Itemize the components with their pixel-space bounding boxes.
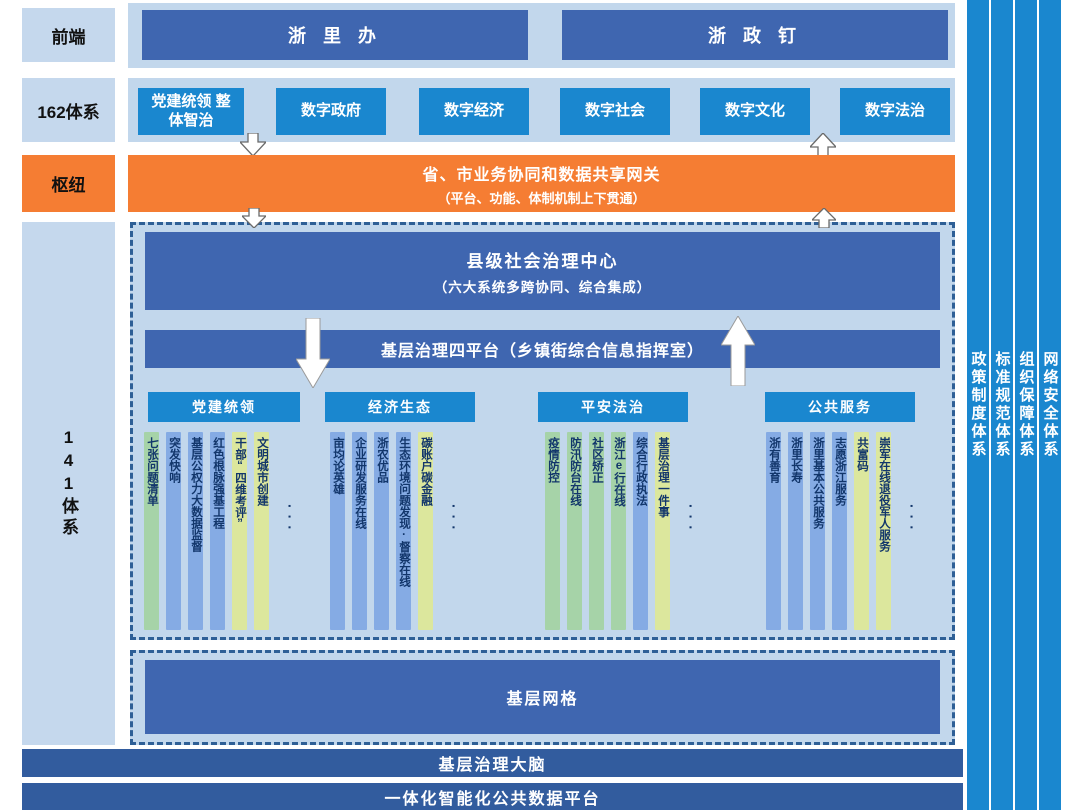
app-strip: 突发快响 (166, 432, 181, 630)
app-strip: 碳账户碳金融 (418, 432, 433, 630)
app-strip: 红色根脉强基工程 (210, 432, 225, 630)
platform-bar-title: 基层治理四平台（乡镇街综合信息指挥室） (380, 343, 704, 360)
guarantee-system-bar: 政策制度体系 (967, 0, 989, 810)
app-strip: 防汛防台在线 (567, 432, 582, 630)
app-strip: 社区矫正 (589, 432, 604, 630)
more-items-ellipsis: ··· (904, 504, 920, 536)
hub-row-label: 枢纽 (22, 155, 115, 212)
more-items-ellipsis: ··· (282, 504, 298, 536)
category-header: 平安法治 (538, 392, 688, 422)
hub-subtitle: （平台、功能、体制机制上下贯通） (437, 190, 646, 206)
app-strip: 共富码 (854, 432, 869, 630)
guarantee-system-bar: 组织保障体系 (1015, 0, 1037, 810)
app-strip: 疫情防控 (545, 432, 560, 630)
guarantee-system-bar: 网络安全体系 (1039, 0, 1061, 810)
app-strip: 企业研发服务在线 (352, 432, 367, 630)
county-center-box: 县级社会治理中心 （六大系统多跨协同、综合集成） (145, 232, 940, 310)
guarantee-system-bar-text: 组织保障体系 (1017, 351, 1035, 459)
app-strip: 生态环境问题发现·督察在线 (396, 432, 411, 630)
category-header: 党建统领 (148, 392, 300, 422)
zhezhengding-box: 浙 政 钉 (562, 10, 948, 60)
app-strip: 综合行政执法 (633, 432, 648, 630)
frontend-row-label: 前端 (22, 8, 115, 62)
zheliban-box: 浙 里 办 (142, 10, 528, 60)
app-strip: 基层公权力大数据监督 (188, 432, 203, 630)
category-header: 经济生态 (325, 392, 475, 422)
governance-brain-bar: 基层治理大脑 (22, 749, 963, 777)
guarantee-system-bar-text: 标准规范体系 (993, 351, 1011, 459)
app-strip: 亩均论英雄 (330, 432, 345, 630)
system162-item: 数字政府 (276, 88, 386, 135)
app-strip: 基层治理一件事 (655, 432, 670, 630)
system162-item: 数字文化 (700, 88, 810, 135)
public-data-platform-bar: 一体化智能化公共数据平台 (22, 783, 963, 810)
system141-label: 141体系 (22, 222, 115, 745)
app-strip: 七张问题清单 (144, 432, 159, 630)
hub-title: 省、市业务协同和数据共享网关 (422, 166, 661, 184)
category-strips: 亩均论英雄企业研发服务在线浙农优品生态环境问题发现·督察在线碳账户碳金融 ··· (330, 432, 462, 630)
more-items-ellipsis: ··· (446, 504, 462, 536)
county-center-title: 县级社会治理中心 (466, 251, 619, 271)
category-strips: 疫情防控防汛防台在线社区矫正浙江e行在线综合行政执法基层治理一件事 ··· (545, 432, 699, 630)
guarantee-system-bar-text: 政策制度体系 (969, 351, 987, 459)
app-strip: 文明城市创建 (254, 432, 269, 630)
system162-row-label: 162体系 (22, 78, 115, 142)
system162-item: 党建统领 整体智治 (138, 88, 244, 135)
app-strip: 浙江e行在线 (611, 432, 626, 630)
platform-bar: 基层治理四平台（乡镇街综合信息指挥室） (145, 330, 940, 368)
category-strips: 七张问题清单突发快响基层公权力大数据监督红色根脉强基工程干部“四维考评” 文明城市… (144, 432, 298, 630)
guarantee-system-bar-text: 网络安全体系 (1041, 351, 1059, 459)
app-strip: 浙里长寿 (788, 432, 803, 630)
app-strip: 志愿浙江服务 (832, 432, 847, 630)
app-strip: 浙农优品 (374, 432, 389, 630)
app-strip: 浙里基本公共服务 (810, 432, 825, 630)
category-header: 公共服务 (765, 392, 915, 422)
county-center-subtitle: （六大系统多跨协同、综合集成） (433, 279, 652, 295)
system162-item: 数字经济 (419, 88, 529, 135)
more-items-ellipsis: ··· (683, 504, 699, 536)
app-strip: 崇军在线退役军人服务 (876, 432, 891, 630)
guarantee-system-bar: 标准规范体系 (991, 0, 1013, 810)
system162-item: 数字法治 (840, 88, 950, 135)
grid-box: 基层网格 (145, 660, 940, 734)
app-strip: 浙有善育 (766, 432, 781, 630)
hub-bar: 省、市业务协同和数据共享网关 （平台、功能、体制机制上下贯通） (128, 155, 955, 212)
app-strip: 干部“四维考评” (232, 432, 247, 630)
system141-label-text: 141体系 (59, 428, 78, 539)
system162-row-panel (128, 78, 955, 142)
category-strips: 浙有善育浙里长寿浙里基本公共服务志愿浙江服务共富码崇军在线退役军人服务 ··· (766, 432, 920, 630)
system162-item: 数字社会 (560, 88, 670, 135)
